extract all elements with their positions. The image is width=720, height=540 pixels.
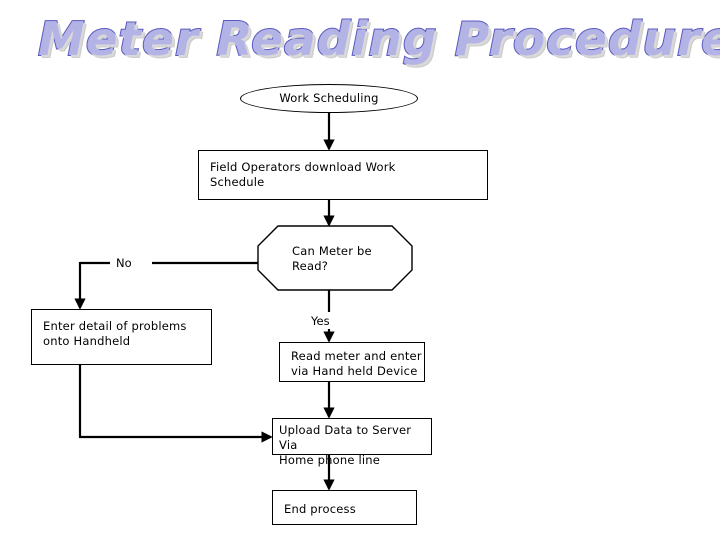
page-title: Meter Reading Procedure [37, 11, 720, 67]
node-decision-label-line1: Can Meter be [292, 244, 372, 258]
node-problems-label-line1: Enter detail of problems [43, 319, 187, 333]
node-enter-detail-of-problems[interactable]: Enter detail of problems onto Handheld [31, 309, 212, 365]
node-field-operators-download[interactable]: Field Operators download Work Schedule [198, 150, 488, 200]
node-problems-label-line2: onto Handheld [43, 334, 131, 348]
node-work-scheduling-label: Work Scheduling [279, 91, 379, 105]
node-read-label-line2: via Hand held Device [291, 364, 418, 378]
node-work-scheduling[interactable]: Work Scheduling [240, 84, 418, 113]
node-download-label-line2: Schedule [210, 175, 265, 189]
edge-label-yes: Yes [308, 314, 333, 328]
node-decision-label-line2: Read? [292, 259, 328, 273]
edge-label-no: No [113, 256, 135, 270]
node-end-process[interactable]: End process [272, 490, 417, 525]
node-read-meter[interactable]: Read meter and enter via Hand held Devic… [279, 342, 425, 382]
node-download-label-line1: Field Operators download Work [210, 160, 396, 174]
node-can-meter-be-read[interactable]: Can Meter be Read? [258, 226, 412, 290]
node-upload-label-line2: Home phone line [279, 453, 381, 467]
node-upload-data[interactable]: Upload Data to Server Via Home phone lin… [272, 418, 432, 467]
node-read-label-line1: Read meter and enter [291, 349, 422, 363]
node-upload-label-line1: Upload Data to Server Via [279, 423, 412, 452]
node-end-label: End process [284, 502, 356, 516]
